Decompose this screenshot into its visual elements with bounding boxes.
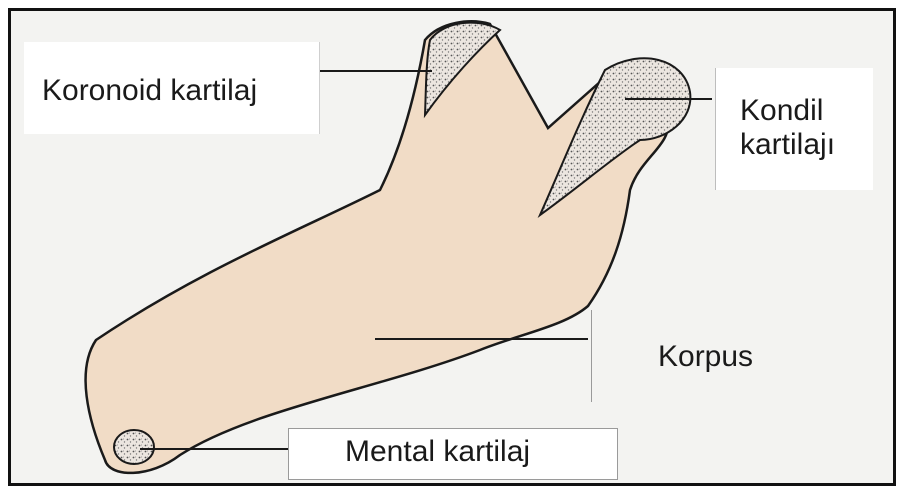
mental-cartilage-label: Mental kartilaj [288,428,618,480]
coronoid-cartilage-label: Koronoid kartilaj [24,42,320,134]
corpus-label-text: Korpus [658,340,753,373]
mental-cartilage-shape [114,430,154,464]
condyle-cartilage-label: Kondil kartilajı [715,68,873,190]
condyle-label-line1: Kondil [740,94,873,128]
mental-label-text: Mental kartilaj [345,435,530,468]
coronoid-label-text: Koronoid kartilaj [42,74,257,107]
corpus-label: Korpus [591,310,881,402]
condyle-label-line2: kartilajı [740,128,873,162]
